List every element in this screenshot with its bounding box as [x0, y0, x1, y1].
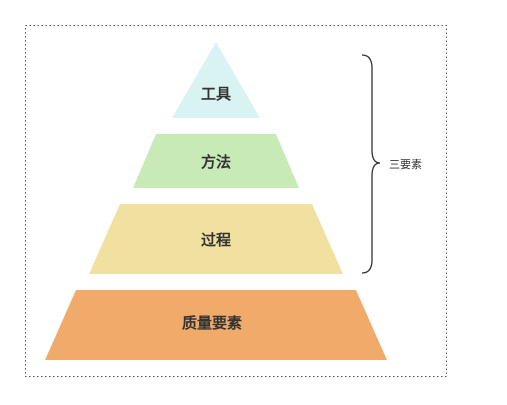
pyramid-level-process	[89, 204, 343, 274]
pyramid-level-tools	[172, 42, 260, 118]
dotted-frame	[25, 25, 447, 377]
pyramid-label-tools: 工具	[201, 85, 231, 103]
pyramid-level-quality	[45, 290, 387, 360]
curly-brace	[361, 54, 381, 274]
brace-label: 三要素	[389, 158, 422, 171]
pyramid-level-methods	[133, 134, 299, 188]
pyramid-label-process: 过程	[201, 231, 231, 249]
pyramid-label-methods: 方法	[201, 153, 231, 171]
pyramid-label-quality: 质量要素	[182, 314, 242, 332]
